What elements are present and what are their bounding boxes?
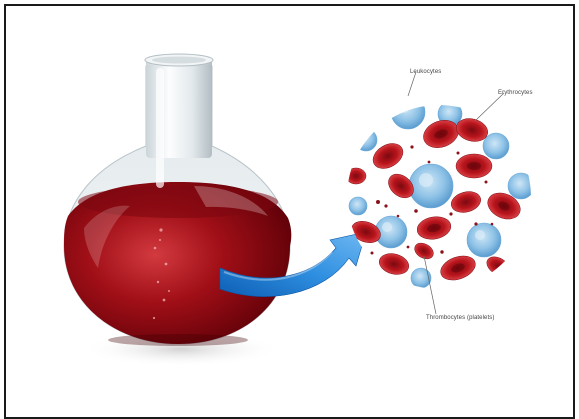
label-thrombocytes: Thrombocytes (platelets) (426, 315, 495, 321)
blood-composition-illustration (63, 53, 531, 367)
flask-shadow (81, 331, 281, 367)
label-erythrocytes: Erythrocytes (498, 90, 533, 96)
curved-arrow-icon (219, 231, 367, 297)
leader-lines (407, 71, 505, 315)
diagram-frame: Leukocytes Erythrocytes Thrombocytes (pl… (4, 4, 575, 419)
flask-icon (63, 53, 292, 346)
label-leukocytes: Leukocytes (410, 69, 442, 75)
magnifier-circle-icon (347, 105, 531, 289)
